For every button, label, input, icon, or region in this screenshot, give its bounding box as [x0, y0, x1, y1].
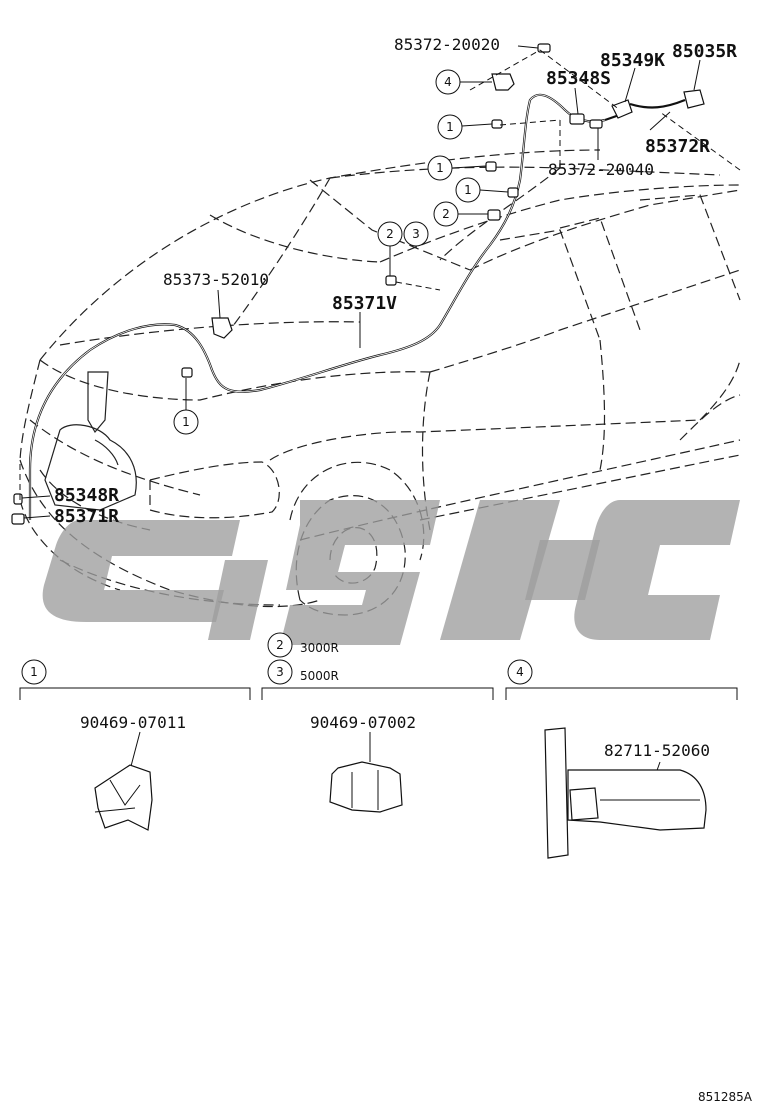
detail-part-90469-07002: 90469-07002 — [310, 713, 416, 732]
part-label-85372-20020: 85372-20020 — [394, 35, 500, 54]
note-5000r: 5000R — [300, 669, 339, 683]
part-label-85371v: 85371V — [332, 293, 397, 314]
callout-2-car: 2 — [442, 207, 450, 221]
callout-4-top: 4 — [444, 75, 452, 89]
washer-hose — [28, 93, 686, 520]
callout-2-pair: 2 — [386, 227, 394, 241]
callout-3-pair: 3 — [412, 227, 420, 241]
part-label-85371r: 85371R — [54, 506, 119, 527]
washer-tank — [44, 371, 137, 511]
detail-section-3: 90469-07002 — [261, 687, 494, 813]
leader-lines — [19, 45, 741, 519]
car-outline — [19, 149, 741, 616]
part-label-85348r: 85348R — [54, 485, 119, 506]
callout-1-a: 1 — [446, 120, 454, 134]
part-label-85372r: 85372R — [645, 136, 710, 157]
detail-section-1: 1 90469-07011 — [19, 659, 251, 831]
callout-1-b: 1 — [436, 161, 444, 175]
clip-parts — [11, 43, 705, 525]
part-labels: 85372-20020 85349K 85035R 85348S 85372R … — [54, 35, 737, 527]
detail-section-4: 4 82711-52060 — [505, 659, 738, 859]
part-label-85372-20040: 85372-20040 — [548, 160, 654, 179]
callouts: 4 1 1 1 2 2 3 1 — [173, 69, 481, 435]
length-notes: 2 3000R 3 5000R — [267, 632, 339, 685]
watermark-logo — [42, 500, 740, 645]
part-label-85373-52010: 85373-52010 — [163, 270, 269, 289]
callout-1-front: 1 — [182, 415, 190, 429]
note-callout-2: 2 — [276, 638, 284, 652]
detail-callout-1: 1 — [30, 665, 38, 679]
part-label-85349k: 85349K — [600, 50, 665, 71]
detail-part-82711-52060: 82711-52060 — [604, 741, 710, 760]
callout-1-c: 1 — [464, 183, 472, 197]
diagram-code: 851285A — [698, 1090, 753, 1104]
note-callout-3: 3 — [276, 665, 284, 679]
part-label-85348s: 85348S — [546, 68, 611, 89]
detail-callout-4: 4 — [516, 665, 524, 679]
note-3000r: 3000R — [300, 641, 339, 655]
detail-part-90469-07011: 90469-07011 — [80, 713, 186, 732]
part-label-85035r: 85035R — [672, 41, 737, 62]
